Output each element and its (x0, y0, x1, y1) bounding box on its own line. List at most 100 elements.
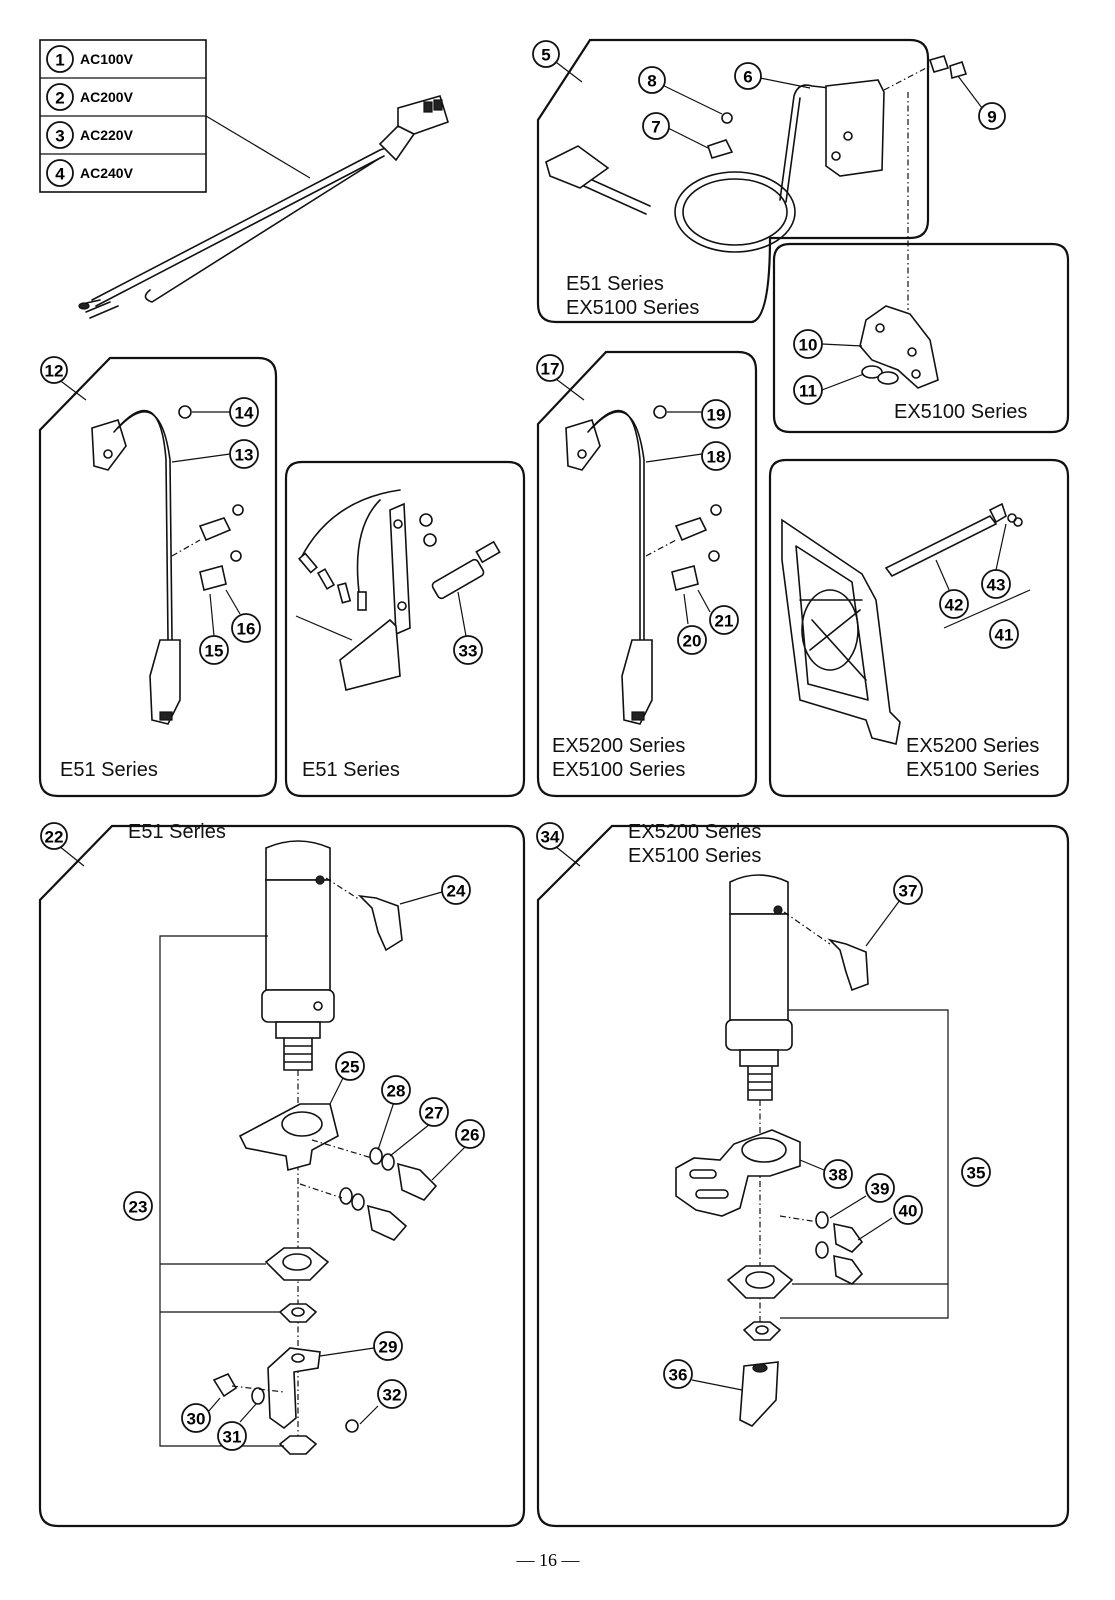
callout-42: 42 (945, 596, 964, 615)
series-label-41-b: EX5100 Series (906, 759, 1039, 781)
callout-34-bubble: 34 (536, 822, 564, 850)
panel-12-illustration (53, 375, 244, 725)
panel-5-illustration (545, 55, 983, 253)
panel-34-outline (536, 824, 1070, 1528)
callout-17: 17 (541, 360, 560, 379)
callout-7: 7 (651, 118, 660, 137)
callout-24-bubble: 24 (441, 875, 471, 905)
callout-17-bubble: 17 (536, 354, 564, 382)
callout-18: 18 (707, 448, 726, 467)
voltage-row-1: 1 AC100V (46, 45, 134, 73)
callout-27: 27 (425, 1104, 444, 1123)
callout-20-bubble: 20 (677, 625, 707, 655)
callout-24: 24 (447, 882, 466, 901)
callout-41-bubble: 41 (989, 619, 1019, 649)
callout-34: 34 (541, 828, 560, 847)
callout-42-bubble: 42 (939, 589, 969, 619)
callout-11: 11 (799, 382, 817, 401)
callout-22-bubble: 22 (40, 822, 68, 850)
callout-26-bubble: 26 (455, 1119, 485, 1149)
callout-36: 36 (669, 1366, 688, 1385)
callout-19-bubble: 19 (701, 399, 731, 429)
callout-12: 12 (45, 362, 64, 381)
callout-22: 22 (45, 828, 64, 847)
callout-5-bubble: 5 (532, 40, 560, 68)
panel-33-illustration (295, 489, 501, 691)
series-label-34-a: EX5200 Series (628, 821, 761, 843)
callout-30: 30 (187, 1410, 206, 1429)
voltage-row-3: 3 AC220V (46, 121, 134, 149)
callout-28-bubble: 28 (381, 1075, 411, 1105)
panel-34-illustration (549, 841, 949, 1427)
callout-37: 37 (899, 882, 918, 901)
callout-3: 3 (55, 127, 64, 146)
callout-14: 14 (235, 404, 254, 423)
callout-6: 6 (743, 68, 752, 87)
callout-35: 35 (967, 1164, 986, 1183)
panel-22-outline (38, 824, 526, 1528)
callout-9-bubble: 9 (978, 102, 1006, 130)
series-label-e51: E51 Series (566, 273, 664, 295)
callout-40-bubble: 40 (893, 1195, 923, 1225)
series-label-ex5100: EX5100 Series (566, 297, 699, 319)
callout-32-bubble: 32 (377, 1379, 407, 1409)
callout-21-bubble: 21 (709, 605, 739, 635)
callout-14-bubble: 14 (229, 397, 259, 427)
callout-43: 43 (987, 576, 1006, 595)
callout-31-bubble: 31 (217, 1421, 247, 1451)
power-cord-illustration (78, 95, 449, 319)
callout-33: 33 (459, 642, 478, 661)
callout-16-bubble: 16 (231, 613, 261, 643)
panel-41-outline (768, 458, 1070, 798)
callout-35-bubble: 35 (961, 1157, 991, 1187)
callout-31: 31 (223, 1428, 242, 1447)
callout-20: 20 (683, 632, 702, 651)
panel-17-outline (536, 350, 758, 798)
callout-38-bubble: 38 (823, 1159, 853, 1189)
callout-36-bubble: 36 (663, 1359, 693, 1389)
series-label-22: E51 Series (128, 821, 226, 843)
panel-17-illustration (551, 375, 722, 725)
callout-30-bubble: 30 (181, 1403, 211, 1433)
panel-22-illustration (53, 840, 467, 1455)
callout-10-bubble: 10 (793, 329, 823, 359)
callout-23-bubble: 23 (123, 1191, 153, 1221)
callout-5: 5 (541, 46, 550, 65)
callout-15-bubble: 15 (199, 635, 229, 665)
callout-12-bubble: 12 (40, 356, 68, 384)
voltage-label-3: AC220V (80, 127, 134, 143)
panel-5-outline (536, 38, 930, 324)
callout-8: 8 (647, 72, 656, 91)
callout-10: 10 (799, 336, 818, 355)
callout-29: 29 (379, 1338, 398, 1357)
callout-28: 28 (387, 1082, 406, 1101)
callout-23: 23 (129, 1198, 148, 1217)
callout-8-bubble: 8 (638, 66, 666, 94)
callout-38: 38 (829, 1166, 848, 1185)
callout-4: 4 (55, 165, 65, 184)
panel-10-outline (772, 242, 1070, 434)
callout-6-bubble: 6 (734, 62, 762, 90)
callout-37-bubble: 37 (893, 875, 923, 905)
panel-10-illustration (821, 92, 939, 391)
callout-29-bubble: 29 (373, 1331, 403, 1361)
callout-39: 39 (871, 1180, 890, 1199)
panel-41-illustration (781, 502, 1031, 745)
voltage-row-2: 2 AC200V (46, 83, 134, 111)
series-label-17-b: EX5100 Series (552, 759, 685, 781)
callout-33-bubble: 33 (453, 635, 483, 665)
voltage-table: 1 AC100V 2 AC200V 3 AC220V 4 AC240V (39, 39, 207, 193)
voltage-row-4: 4 AC240V (46, 159, 134, 187)
callout-41: 41 (995, 626, 1014, 645)
callout-13-bubble: 13 (229, 439, 259, 469)
voltage-label-2: AC200V (80, 89, 134, 105)
callout-27-bubble: 27 (419, 1097, 449, 1127)
page-number: — 16 — (516, 1550, 581, 1570)
callout-40: 40 (899, 1202, 918, 1221)
callout-21: 21 (715, 612, 734, 631)
callout-13: 13 (235, 446, 254, 465)
panel-33-outline (284, 460, 526, 798)
series-label-34-b: EX5100 Series (628, 845, 761, 867)
callout-15: 15 (205, 642, 224, 661)
